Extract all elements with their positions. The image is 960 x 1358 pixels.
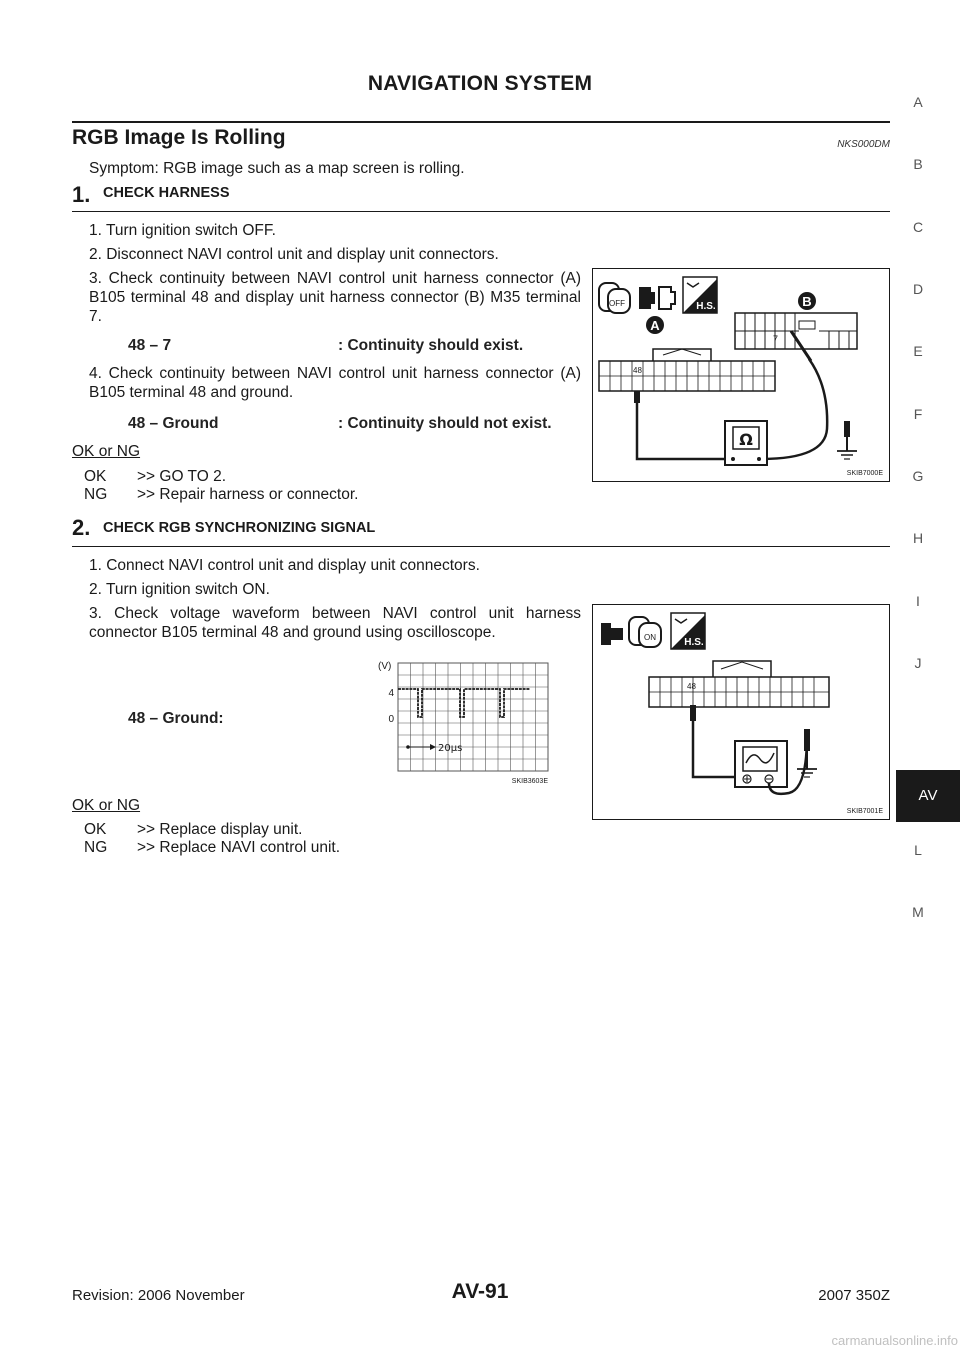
label-a-circle [646, 316, 664, 334]
step1-title: CHECK HARNESS [103, 185, 230, 201]
footer-revision: Revision: 2006 November [72, 1287, 245, 1304]
hs-service-icon: H.S. [670, 612, 706, 650]
side-index-i[interactable]: I [916, 593, 920, 609]
figure2-code: SKIB7001E [847, 808, 884, 815]
step2-ok-action: >> Replace display unit. [137, 821, 303, 838]
lead-wire-2 [767, 734, 809, 796]
side-index-a[interactable]: A [913, 94, 923, 110]
step2-ok-key: OK [84, 821, 107, 838]
side-index-c[interactable]: C [912, 219, 924, 235]
page-header-title: NAVIGATION SYSTEM [367, 72, 593, 95]
step2-item-3: 3. Check voltage waveform between NAVI c… [89, 605, 581, 641]
step1-check2-value: : Continuity should not exist. [338, 415, 552, 432]
waveform-unit: (V) [378, 661, 391, 672]
pin-7-label: 7 [773, 334, 778, 344]
oscilloscope-check-diagram: ON H.S. 48 [601, 612, 884, 815]
step1-check1-value: : Continuity should exist. [338, 337, 524, 354]
disconnect-connector-icon [639, 286, 676, 310]
waveform-figure: (V) 4 0 20μs SKIB3603E [360, 655, 560, 787]
step1-rule [72, 211, 890, 212]
side-index-d[interactable]: D [912, 281, 924, 297]
step1-item-2: 2. Disconnect NAVI control unit and disp… [89, 246, 499, 263]
lead-wire-a [635, 403, 731, 461]
section-code: NKS000DM [837, 139, 890, 150]
step1-ng-key: NG [84, 486, 108, 503]
figure1-code: SKIB7000E [847, 470, 884, 477]
side-index-h[interactable]: H [912, 530, 924, 546]
step2-title: CHECK RGB SYNCHRONIZING SIGNAL [103, 520, 376, 536]
step2-item-1: 1. Connect NAVI control unit and display… [89, 557, 480, 574]
off-key-icon: OFF [598, 282, 631, 314]
step1-item-3: 3. Check continuity between NAVI control… [89, 270, 581, 325]
waveform-y-high: 4 [388, 688, 394, 699]
footer-page-number: AV-91 [451, 1280, 509, 1303]
oscilloscope-icon [734, 740, 788, 788]
footer-model: 2007 350Z [818, 1287, 890, 1304]
probe-b [789, 330, 813, 362]
step1-ok-action: >> GO TO 2. [137, 468, 227, 485]
figure-oscilloscope-check: ON H.S. 48 [592, 604, 890, 820]
step1-ok-key: OK [84, 468, 107, 485]
waveform-grid [397, 662, 549, 772]
ohmmeter-icon: Ω [724, 420, 768, 466]
step2-check-label: 48 – Ground: [128, 710, 224, 727]
connector-a: 48 [598, 348, 776, 392]
step1-ng-action: >> Repair harness or connector. [137, 486, 359, 503]
waveform-y-low: 0 [388, 714, 394, 725]
side-index-f[interactable]: F [913, 406, 923, 422]
waveform-diagram: (V) 4 0 20μs SKIB3603E [378, 661, 549, 785]
step2-ng-key: NG [84, 839, 108, 856]
probe-a [634, 391, 640, 403]
lead-wire-1 [691, 719, 741, 779]
hs-label: H.S. [696, 301, 716, 312]
pin-48-label: 48 [633, 366, 642, 375]
ohm-symbol: Ω [739, 430, 753, 449]
ground-icon-2 [797, 729, 817, 778]
step1-check1-label: 48 – 7 [128, 337, 172, 354]
connector-b: 7 [734, 312, 858, 350]
side-index-e[interactable]: E [913, 343, 923, 359]
waveform-time: 20μs [438, 743, 462, 754]
side-index-b[interactable]: B [913, 156, 923, 172]
step2-rule [72, 546, 890, 547]
waveform-time-marker: 20μs [406, 743, 462, 754]
pin-48-label-2: 48 [687, 682, 696, 691]
hs-service-icon: H.S. [682, 276, 718, 314]
label-b-circle [798, 292, 816, 310]
probe-terminal-48 [690, 705, 696, 721]
connect-connector-icon [601, 623, 623, 645]
hs-label-2: H.S. [684, 637, 704, 648]
watermark: carmanualsonline.info [831, 1333, 958, 1348]
side-index-j[interactable]: J [914, 655, 922, 671]
waveform-trace [398, 688, 530, 718]
lead-wire-b [760, 358, 829, 461]
symptom-text: Symptom: RGB image such as a map screen … [89, 160, 465, 177]
on-key-icon: ON [628, 616, 662, 648]
section-title: RGB Image Is Rolling [72, 126, 286, 149]
side-index-l[interactable]: L [914, 842, 922, 858]
ground-icon [837, 421, 857, 460]
step1-ok-ng: OK or NG [72, 443, 141, 460]
step2-ng-action: >> Replace NAVI control unit. [137, 839, 341, 856]
on-label: ON [644, 633, 656, 642]
off-label: OFF [609, 299, 625, 308]
step2-ok-ng: OK or NG [72, 797, 141, 814]
harness-continuity-diagram: OFF H.S. B A 7 [598, 276, 884, 477]
step1-check2-label: 48 – Ground [128, 415, 219, 432]
step1-item-1: 1. Turn ignition switch OFF. [89, 222, 276, 239]
step1-item-4: 4. Check continuity between NAVI control… [89, 365, 581, 401]
header-rule [72, 121, 890, 123]
label-a: A [650, 318, 660, 333]
figure-harness-continuity: OFF H.S. B A 7 [592, 268, 890, 482]
waveform-code: SKIB3603E [512, 778, 549, 785]
step1-number: 1. [72, 182, 91, 207]
side-index-av-active[interactable]: AV [896, 770, 960, 822]
step2-number: 2. [72, 515, 91, 540]
label-b: B [802, 294, 811, 309]
side-index-m[interactable]: M [912, 904, 924, 920]
step2-item-2: 2. Turn ignition switch ON. [89, 581, 270, 598]
side-index-g[interactable]: G [912, 468, 924, 484]
connector-b105: 48 [648, 660, 830, 708]
